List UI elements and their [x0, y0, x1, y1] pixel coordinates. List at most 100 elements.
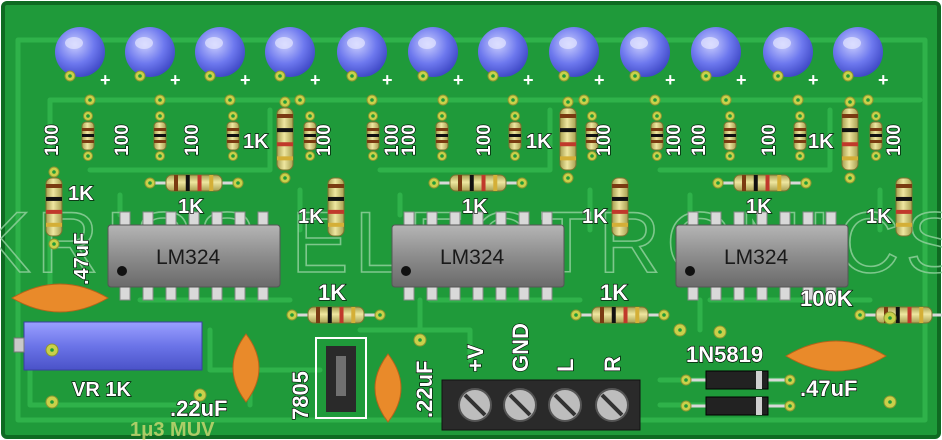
led-dome	[195, 27, 245, 77]
ic-part-label: LM324	[156, 246, 221, 269]
pad-hole	[378, 313, 382, 317]
pad-hole	[158, 154, 162, 158]
resistor-band	[316, 307, 320, 323]
led-row: ++++++++++++	[55, 27, 889, 106]
led-polarity-mark: +	[665, 70, 676, 90]
diode-label: 1N5819	[686, 342, 763, 367]
regulator-output-capacitor	[374, 353, 402, 423]
pad-hole	[716, 181, 720, 185]
resistor-label: 1K	[526, 131, 552, 153]
resistor	[841, 107, 859, 171]
led-1: +	[55, 27, 111, 106]
led-resistor-12: 100	[869, 111, 906, 161]
resistor-band	[842, 128, 858, 133]
diode-2	[680, 396, 796, 416]
resistor-label: 1K	[866, 206, 892, 228]
resistor-band	[870, 128, 882, 131]
pad-hole	[52, 242, 56, 246]
resistor-body	[165, 174, 223, 192]
pad-hole	[370, 98, 374, 102]
resistor-band	[612, 209, 628, 214]
terminal-screw-slot	[600, 393, 624, 417]
resistor-body	[841, 107, 859, 171]
pad-hole	[298, 98, 302, 102]
pad-hole	[776, 74, 780, 78]
pad-hole	[728, 154, 732, 158]
pad-hole	[798, 154, 802, 158]
resistor	[570, 306, 670, 324]
ic-body	[107, 224, 281, 288]
led-10: +	[691, 27, 747, 106]
regulator-label: 7805	[288, 371, 313, 420]
pad-hole	[858, 313, 862, 317]
pad-hole	[888, 400, 892, 404]
trimmer-pot-label: VR 1K	[72, 379, 131, 401]
led-highlight	[418, 37, 436, 49]
pad-hole	[88, 98, 92, 102]
led-polarity-mark: +	[453, 70, 464, 90]
resistor-band	[367, 128, 379, 131]
pad-hole	[138, 74, 142, 78]
resistor-band	[174, 175, 178, 191]
resistor-band	[586, 128, 598, 131]
resistor-band	[794, 128, 806, 131]
resistor-label: 1K	[582, 206, 608, 228]
led-11: +	[763, 27, 819, 106]
pad-hole	[308, 114, 312, 118]
resistor-body	[559, 107, 577, 171]
feedback-resistor-label-1: 1K	[318, 280, 346, 305]
resistor-band	[623, 307, 628, 323]
resistor-band	[481, 175, 486, 191]
resistor-band	[870, 134, 882, 137]
resistor-body	[276, 107, 294, 171]
resistor-band	[794, 140, 806, 143]
resistor-label: 100	[884, 124, 905, 156]
pad-hole	[371, 114, 375, 118]
resistor-label: 100	[42, 124, 63, 156]
resistor-label: 100	[759, 124, 780, 156]
led-dome	[620, 27, 670, 77]
resistor-body	[449, 174, 507, 192]
led-highlight	[773, 37, 791, 49]
resistor-label: 1K	[243, 131, 269, 153]
regulator-tab	[336, 356, 346, 396]
resistor-band	[277, 114, 293, 118]
pad-hole	[788, 404, 792, 408]
led-polarity-mark: +	[310, 70, 321, 90]
ic-body	[675, 224, 849, 288]
led-highlight	[205, 37, 223, 49]
resistor-label: 1K	[808, 131, 834, 153]
led-7: +	[478, 27, 534, 106]
pad-hole	[231, 154, 235, 158]
resistor-band	[46, 209, 62, 214]
led-dome	[265, 27, 315, 77]
pad-hole	[86, 154, 90, 158]
divider-resistor-1: 1K	[242, 96, 294, 184]
led-4: +	[265, 27, 321, 106]
pad-hole	[566, 176, 570, 180]
led-polarity-mark: +	[523, 70, 534, 90]
pad-hole	[513, 114, 517, 118]
resistor-body	[307, 306, 365, 324]
pad-hole	[684, 404, 688, 408]
pad-hole	[283, 100, 287, 104]
resistor-label: 100	[474, 124, 495, 156]
resistor-band	[842, 114, 858, 118]
resistor-band	[185, 175, 190, 191]
resistor-band	[436, 134, 448, 137]
terminal-screw-slot	[463, 393, 487, 417]
pad-hole	[874, 114, 878, 118]
led-highlight	[65, 37, 83, 49]
resistor-band	[777, 175, 782, 191]
pad-hole	[718, 330, 722, 334]
resistor-band	[227, 134, 239, 137]
ic-pin1-dot	[401, 266, 411, 276]
resistor-band	[493, 175, 498, 191]
resistor-label: 1K	[178, 196, 204, 218]
pad-hole	[562, 74, 566, 78]
led-resistor-2: 100	[111, 111, 167, 161]
led-highlight	[275, 37, 293, 49]
resistor-band	[82, 134, 94, 137]
